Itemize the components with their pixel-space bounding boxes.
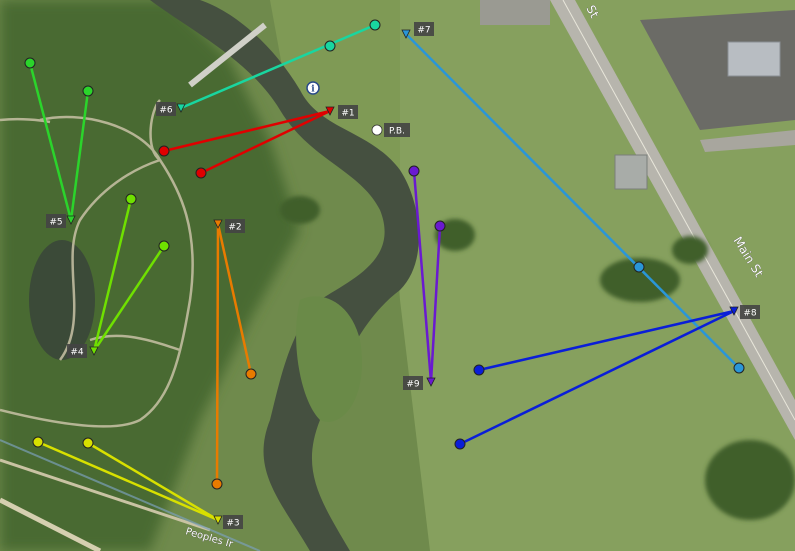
target-9a[interactable] — [408, 165, 420, 177]
tree-clumps — [280, 196, 795, 520]
svg-text:#6: #6 — [159, 106, 173, 116]
svg-text:P.B.: P.B. — [389, 127, 405, 137]
hole-label-4[interactable]: #4 — [67, 344, 87, 358]
target-4a[interactable] — [125, 193, 137, 205]
target-1b[interactable] — [195, 167, 207, 179]
river — [150, 0, 419, 551]
tee-2-icon[interactable] — [213, 219, 223, 229]
target-8b[interactable] — [454, 438, 466, 450]
tee-7-icon[interactable] — [401, 29, 411, 39]
target-2b[interactable] — [211, 478, 223, 490]
tee-6-icon[interactable] — [176, 103, 186, 113]
hole-9-lines — [412, 170, 442, 383]
target-8a[interactable] — [473, 364, 485, 376]
main-street-road — [550, 0, 795, 440]
building-top — [480, 0, 550, 25]
target-4b[interactable] — [158, 240, 170, 252]
target-5a[interactable] — [24, 57, 36, 69]
pasture-area — [380, 0, 795, 551]
hole-label-7[interactable]: #7 — [414, 22, 434, 36]
svg-text:#8: #8 — [743, 309, 757, 319]
target-1a[interactable] — [158, 145, 170, 157]
target-6a[interactable] — [324, 40, 336, 52]
hole-label-1[interactable]: #1 — [338, 105, 358, 119]
hole-label-8[interactable]: #8 — [740, 305, 760, 319]
river-island — [296, 296, 362, 422]
bridge — [188, 22, 267, 88]
irrigation-canal — [0, 439, 261, 551]
svg-text:#7: #7 — [417, 26, 430, 36]
pb-dot-icon — [371, 124, 383, 136]
woodland-area — [0, 0, 300, 551]
target-5b[interactable] — [82, 85, 94, 97]
hole-label-6[interactable]: #6 — [156, 102, 176, 116]
side-road — [700, 130, 795, 152]
pb-marker[interactable]: P.B. — [371, 123, 410, 137]
target-2a[interactable] — [245, 368, 257, 380]
svg-text:i: i — [311, 85, 315, 95]
target-7a[interactable] — [633, 261, 645, 273]
hole-8-lines — [459, 309, 735, 446]
target-7b[interactable] — [733, 362, 745, 374]
tee-5-icon[interactable] — [66, 215, 76, 225]
target-9b[interactable] — [434, 220, 446, 232]
svg-text:#3: #3 — [226, 519, 239, 529]
hole-label-5[interactable]: #5 — [46, 214, 66, 228]
svg-text:#1: #1 — [341, 109, 354, 119]
tee-1-icon[interactable] — [325, 106, 335, 116]
target-6b[interactable] — [369, 19, 381, 31]
info-icon — [306, 81, 320, 95]
target-3a[interactable] — [32, 436, 44, 448]
hole-2-lines — [215, 223, 253, 485]
hole-labels: #1 #2 #3 #4 #5 #6 #7 #8 — [46, 22, 760, 529]
info-marker[interactable]: i — [306, 81, 320, 95]
building-barn — [614, 154, 648, 190]
hole-3-lines — [37, 440, 219, 522]
hole-label-2[interactable]: #2 — [225, 219, 245, 233]
hole-1-lines — [163, 109, 331, 175]
park-grass — [270, 0, 400, 170]
paved-path-2 — [0, 497, 102, 551]
svg-text:#5: #5 — [49, 218, 62, 228]
svg-text:#4: #4 — [70, 348, 84, 358]
tee-markers — [66, 29, 739, 525]
trails — [0, 99, 194, 428]
parking-lot — [640, 10, 795, 130]
hole-label-9[interactable]: #9 — [403, 376, 423, 390]
hole-label-3[interactable]: #3 — [223, 515, 243, 529]
hole-5-lines — [28, 62, 90, 221]
building-top-right — [727, 41, 781, 77]
hole-4-lines — [92, 198, 166, 352]
hole-6-lines — [180, 23, 376, 110]
pond — [29, 240, 95, 360]
target-3b[interactable] — [82, 437, 94, 449]
tee-9-icon[interactable] — [426, 377, 436, 387]
tee-3-icon[interactable] — [213, 515, 223, 525]
hole-lines — [28, 23, 740, 522]
svg-text:#9: #9 — [406, 380, 420, 390]
tee-4-icon[interactable] — [89, 346, 99, 356]
hole-7-lines — [405, 33, 740, 369]
tee-8-icon[interactable] — [729, 306, 739, 316]
paved-path — [0, 458, 211, 532]
target-dots — [24, 19, 745, 490]
svg-text:#2: #2 — [228, 223, 241, 233]
road-center-line — [562, 0, 795, 421]
